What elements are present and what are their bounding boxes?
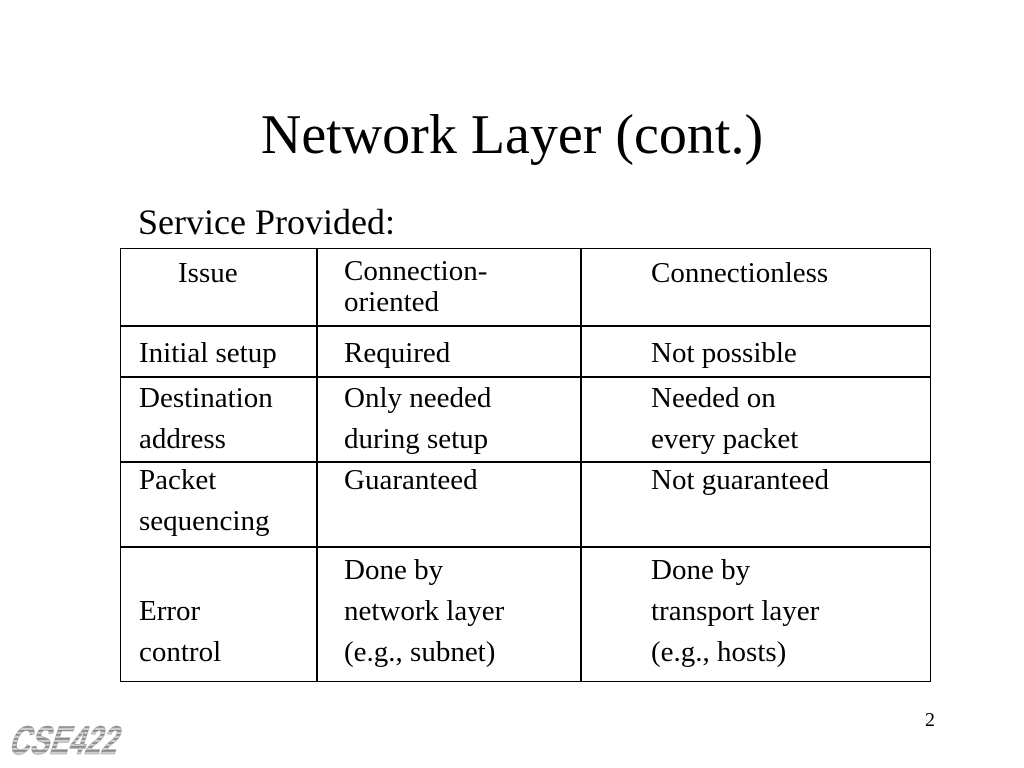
cell-line: Error bbox=[139, 595, 201, 627]
cell-line: every packet bbox=[651, 423, 799, 455]
cse422-logo: CSE422 bbox=[8, 718, 128, 763]
row-destination-address-connectionless: Needed on every packet bbox=[651, 378, 798, 460]
logo-text: CSE422 bbox=[8, 718, 128, 763]
cell-line: during setup bbox=[344, 423, 489, 455]
page-number: 2 bbox=[925, 709, 935, 731]
cell-line: Done by bbox=[651, 554, 751, 586]
cell-line: control bbox=[139, 636, 222, 668]
cell-line: address bbox=[139, 423, 226, 455]
row-divider bbox=[121, 325, 930, 327]
slide-title: Network Layer (cont.) bbox=[260, 104, 764, 166]
header-connection-oriented: Connection- oriented bbox=[344, 256, 487, 318]
row-divider bbox=[121, 376, 930, 378]
service-comparison-table: Issue Connection- oriented Connectionles… bbox=[120, 248, 931, 682]
header-connection-oriented-line: oriented bbox=[344, 286, 440, 318]
row-divider bbox=[121, 461, 930, 463]
row-initial-setup-connection-oriented: Required bbox=[344, 337, 451, 369]
cell-line: sequencing bbox=[139, 505, 270, 537]
row-initial-setup-issue: Initial setup bbox=[139, 337, 277, 369]
row-initial-setup-connectionless: Not possible bbox=[651, 337, 797, 369]
row-error-control-connection-oriented: Done by network layer (e.g., subnet) bbox=[344, 550, 504, 673]
cell-line: Packet bbox=[139, 464, 217, 496]
cell-line: Done by bbox=[344, 554, 444, 586]
row-error-control-connectionless: Done by transport layer (e.g., hosts) bbox=[651, 550, 819, 673]
row-destination-address-issue: Destination address bbox=[139, 378, 273, 460]
row-packet-sequencing-connectionless: Not guaranteed bbox=[651, 464, 829, 496]
cell-line: (e.g., hosts) bbox=[651, 636, 787, 668]
row-packet-sequencing-connection-oriented: Guaranteed bbox=[344, 464, 478, 496]
row-divider bbox=[121, 546, 930, 548]
section-heading: Service Provided: bbox=[138, 202, 395, 242]
header-issue: Issue bbox=[178, 257, 238, 289]
header-connectionless: Connectionless bbox=[651, 257, 829, 289]
column-divider bbox=[580, 249, 582, 681]
cell-line: Destination bbox=[139, 382, 273, 414]
cell-line: network layer bbox=[344, 595, 505, 627]
cell-line: Only needed bbox=[344, 382, 492, 414]
row-packet-sequencing-issue: Packet sequencing bbox=[139, 460, 269, 542]
column-divider bbox=[316, 249, 318, 681]
row-destination-address-connection-oriented: Only needed during setup bbox=[344, 378, 491, 460]
cell-line: transport layer bbox=[651, 595, 820, 627]
cell-line: Needed on bbox=[651, 382, 776, 414]
cell-line: (e.g., subnet) bbox=[344, 636, 496, 668]
header-connection-oriented-line: Connection- bbox=[344, 255, 488, 287]
row-error-control-issue: Error control bbox=[139, 591, 221, 673]
